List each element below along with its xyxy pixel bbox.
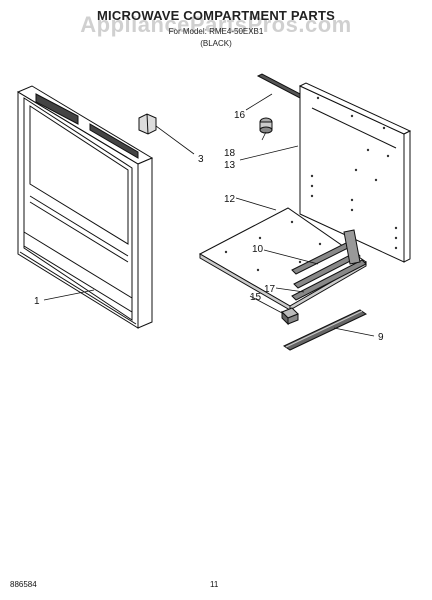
callout-12: 12 (224, 194, 236, 205)
part-bottom-strip (282, 309, 368, 351)
callout-10: 10 (252, 244, 264, 255)
callout-13: 13 (224, 160, 236, 171)
watermark: AppliancePartsPros.com (80, 12, 352, 37)
callout-9: 9 (378, 332, 384, 343)
part-knob (259, 117, 273, 134)
part-rear-panel (298, 82, 412, 263)
callout-16: 16 (234, 110, 246, 121)
part-block (281, 307, 299, 326)
callout-17: 17 (264, 284, 276, 295)
callout-3: 3 (198, 154, 204, 165)
leader-lines (43, 93, 375, 337)
page-number: 11 (210, 580, 219, 589)
color-line: (BLACK) (200, 39, 232, 48)
rear-panel-holes (310, 96, 398, 250)
callout-18: 18 (224, 148, 236, 159)
part-rails (291, 229, 367, 301)
callout-15: 15 (250, 292, 262, 303)
part-front-frame (16, 85, 154, 329)
part-clip (138, 113, 157, 135)
page-title: MICROWAVE COMPARTMENT PARTS (97, 8, 335, 23)
floor-plate-holes (224, 220, 322, 272)
model-line: For Model: RME4-50EXB1 (168, 27, 264, 36)
callout-1: 1 (34, 296, 40, 307)
footer-code: 886584 (10, 580, 37, 589)
